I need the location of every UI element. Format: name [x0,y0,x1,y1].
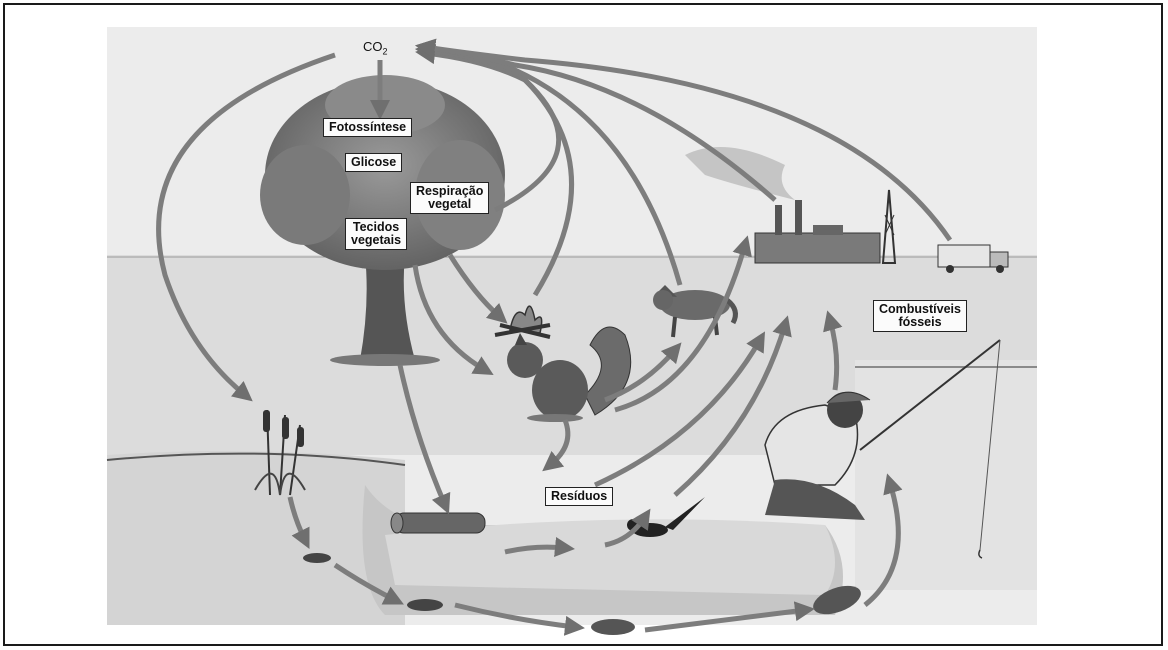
arrow-cattail-to-fish [287,496,310,549]
arrow-fish-to-big-fish [644,601,815,633]
arrow-fish-to-boy [863,473,903,607]
lake-right [855,360,1037,590]
arrow-boy-up [823,310,843,391]
label-glicose: Glicose [345,153,403,172]
arrow-truck-to-co2 [415,38,953,242]
campfire-icon [494,305,551,339]
arrow-decay-to-factory [614,235,752,413]
riverbed [385,519,835,595]
arrow-residues-up [593,331,766,488]
arrow-bird-up [673,315,792,497]
arrow-log-to-stream [504,537,575,557]
arrow-fish-to-fish [333,562,404,605]
arrow-tissue-to-squirrel [412,264,494,376]
arrow-tissue-to-fire [447,253,508,324]
co2-label: CO2 [363,39,388,57]
label-fotossintese: Fotossíntese [323,118,413,137]
cattail-icon [254,409,306,496]
log-icon [390,512,486,534]
oil-derrick-icon [881,189,897,264]
arrow-squirrel-to-wolf [604,342,682,403]
arrow-squirrel-to-residues [542,419,571,472]
wolf-icon [653,285,738,338]
carbon-cycle-scene [106,27,1037,636]
boy-fishing-icon [764,339,1001,559]
arrow-tree-to-log [397,364,451,515]
label-residuos: Resíduos [545,487,614,506]
arrow-co2-to-pond [156,52,336,402]
pond-left [107,451,405,625]
truck-icon [937,244,1009,273]
arrow-stream-to-bird [604,508,651,548]
flow-arrows [156,38,953,636]
arrow-fish-to-fish-2 [454,602,585,636]
fish-icon [303,553,861,635]
